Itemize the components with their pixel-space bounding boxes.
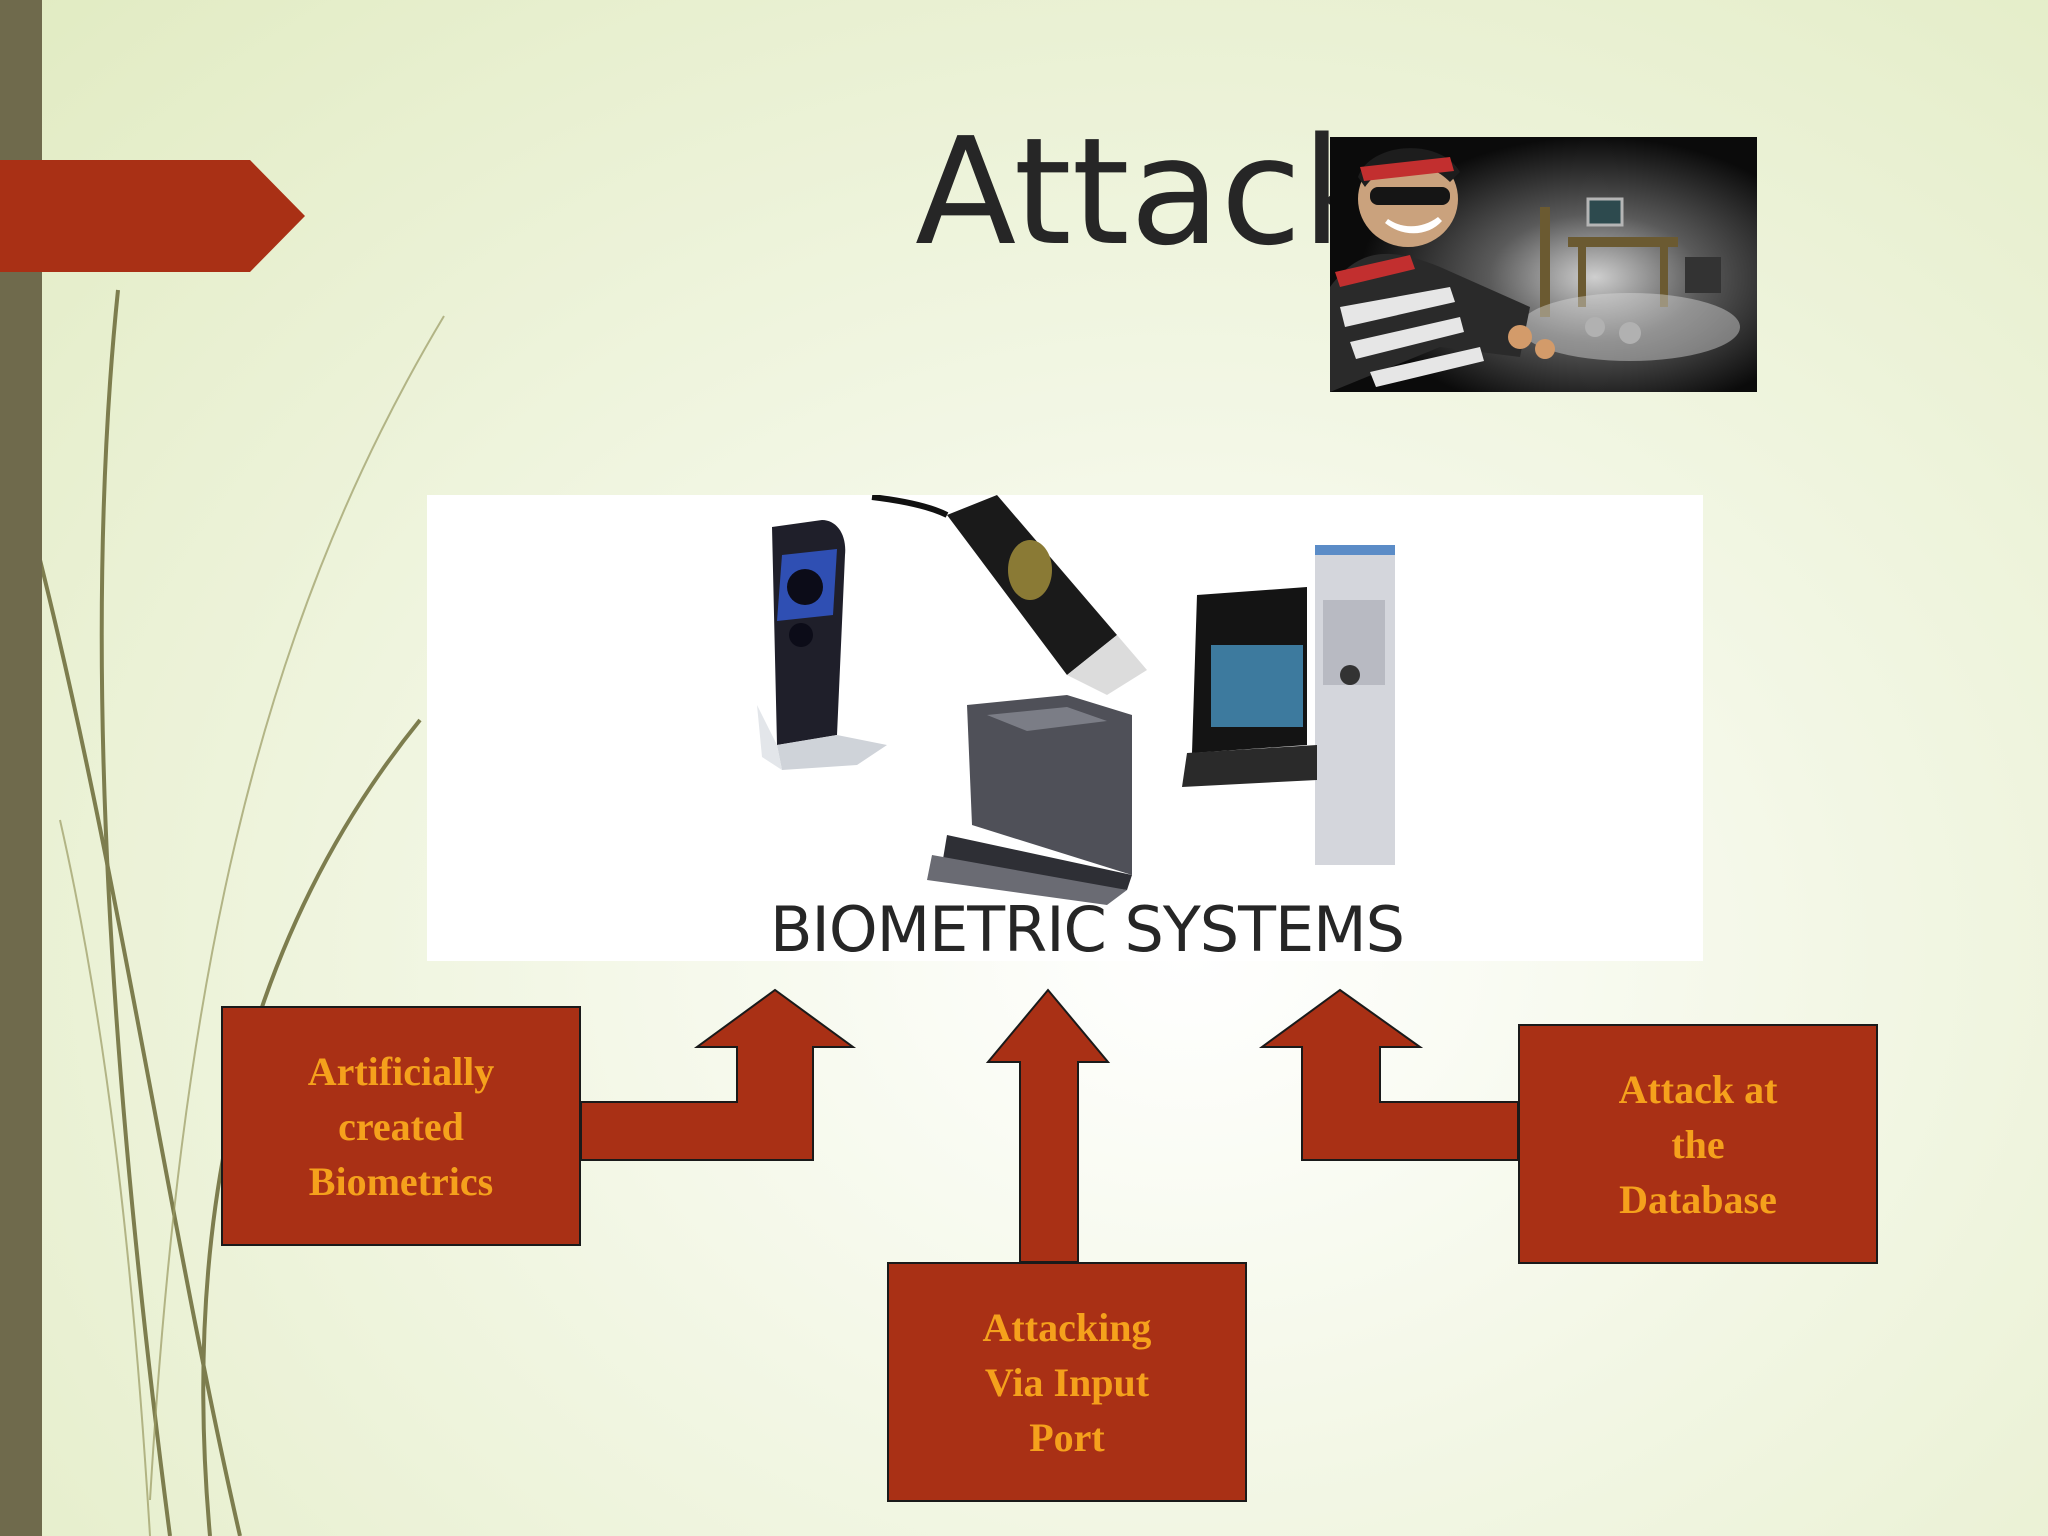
laptop-case-scanner-icon <box>1182 545 1395 865</box>
attack-box-line: Attack at <box>1618 1066 1778 1112</box>
attack-box-line: Attacking <box>982 1304 1152 1350</box>
biometric-systems-caption: BIOMETRIC SYSTEMS <box>770 893 1405 966</box>
attack-box-line: Port <box>1029 1414 1105 1460</box>
burglar-illustration-icon <box>1330 137 1757 392</box>
arrow-left-elbow <box>580 988 857 1161</box>
title-arrow-banner <box>0 160 305 272</box>
attack-box-line: created <box>338 1103 464 1149</box>
attack-box-line: the <box>1671 1121 1725 1167</box>
attack-box-line: Biometrics <box>308 1158 494 1204</box>
attack-box-database: Attack at the Database <box>1518 1024 1878 1264</box>
attack-box-line: Artificially <box>307 1048 495 1094</box>
attack-box-artificial-biometrics: Artificially created Biometrics <box>221 1006 581 1246</box>
biometric-systems-image <box>427 495 1703 961</box>
attack-box-input-port: Attacking Via Input Port <box>887 1262 1247 1502</box>
attack-box-line: Via Input <box>984 1359 1150 1405</box>
arrow-center-up <box>985 988 1111 1263</box>
attack-box-line: Database <box>1619 1176 1777 1222</box>
arrow-right-elbow <box>1258 988 1519 1161</box>
iris-scanner-icon <box>757 520 887 770</box>
hand-geometry-reader-icon <box>927 695 1132 905</box>
fingerprint-reader-icon <box>871 495 1147 695</box>
